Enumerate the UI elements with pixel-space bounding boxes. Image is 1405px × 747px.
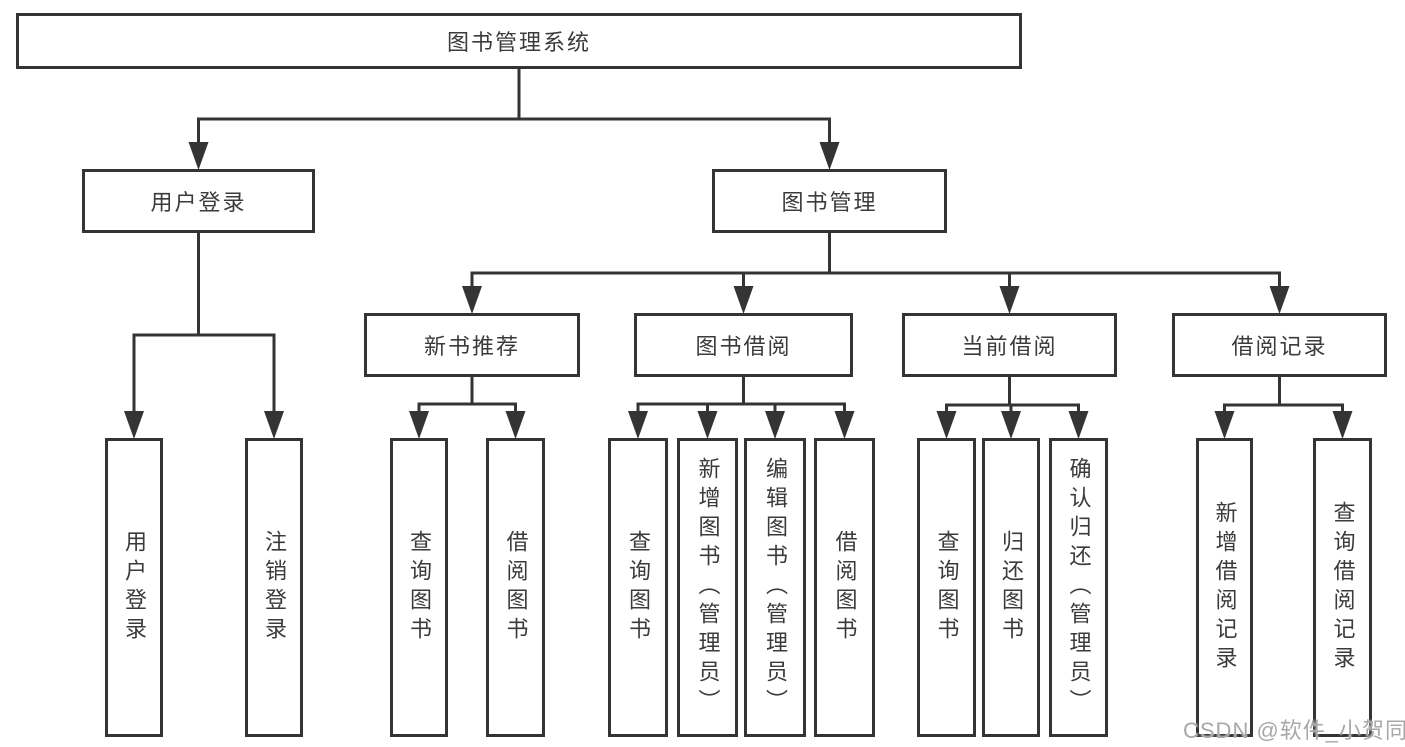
node-label-leaf-confirm-return-admin: 确认归还（管理员） — [1066, 457, 1092, 718]
node-root: 图书管理系统 — [16, 13, 1022, 69]
node-label-leaf-logout: 注销登录 — [262, 529, 287, 646]
node-label-leaf-query-borrow-record: 查询借阅记录 — [1330, 500, 1356, 675]
node-label-leaf-user-login: 用户登录 — [122, 529, 147, 646]
node-leaf-query-book-1: 查询图书 — [390, 438, 448, 737]
node-leaf-query-borrow-record: 查询借阅记录 — [1313, 438, 1372, 737]
node-label-new-book-rec: 新书推荐 — [423, 334, 520, 359]
node-leaf-query-book-2: 查询图书 — [608, 438, 668, 737]
node-book-mgmt-branch: 图书管理 — [712, 169, 947, 233]
node-label-leaf-query-book-1: 查询图书 — [407, 529, 432, 646]
node-label-leaf-return-book: 归还图书 — [999, 529, 1024, 646]
node-user-login-branch: 用户登录 — [82, 169, 315, 233]
node-label-book-borrow: 图书借阅 — [695, 334, 792, 359]
node-leaf-logout: 注销登录 — [245, 438, 303, 737]
node-label-leaf-add-borrow-record: 新增借阅记录 — [1212, 500, 1238, 675]
node-leaf-borrow-book-1: 借阅图书 — [486, 438, 545, 737]
node-leaf-add-book-admin: 新增图书（管理员） — [677, 438, 738, 737]
node-label-leaf-query-book-2: 查询图书 — [626, 529, 651, 646]
node-label-leaf-borrow-book-1: 借阅图书 — [503, 529, 529, 646]
node-label-root: 图书管理系统 — [446, 30, 591, 55]
node-borrow-records: 借阅记录 — [1172, 313, 1387, 377]
node-book-borrow: 图书借阅 — [634, 313, 853, 377]
node-leaf-confirm-return-admin: 确认归还（管理员） — [1049, 438, 1108, 737]
node-label-leaf-borrow-book-2: 借阅图书 — [832, 529, 858, 646]
node-label-current-borrow: 当前借阅 — [961, 334, 1058, 359]
node-leaf-borrow-book-2: 借阅图书 — [814, 438, 875, 737]
node-leaf-user-login: 用户登录 — [105, 438, 163, 737]
node-label-book-mgmt-branch: 图书管理 — [781, 190, 878, 215]
node-new-book-rec: 新书推荐 — [364, 313, 580, 377]
node-leaf-edit-book-admin: 编辑图书（管理员） — [744, 438, 806, 737]
node-label-leaf-add-book-admin: 新增图书（管理员） — [695, 457, 721, 718]
node-leaf-add-borrow-record: 新增借阅记录 — [1196, 438, 1253, 737]
node-leaf-return-book: 归还图书 — [982, 438, 1040, 737]
node-label-leaf-edit-book-admin: 编辑图书（管理员） — [763, 457, 788, 718]
node-label-leaf-query-book-3: 查询图书 — [934, 529, 960, 646]
node-label-borrow-records: 借阅记录 — [1231, 334, 1328, 359]
node-label-user-login-branch: 用户登录 — [150, 190, 247, 215]
node-current-borrow: 当前借阅 — [902, 313, 1117, 377]
node-leaf-query-book-3: 查询图书 — [917, 438, 976, 737]
watermark: CSDN @软件_小贺同学 — [1183, 718, 1405, 743]
